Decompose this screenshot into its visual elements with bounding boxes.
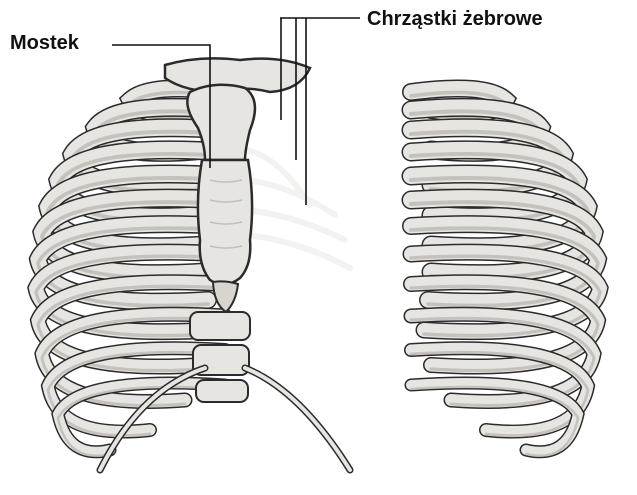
label-sternum: Mostek (10, 33, 79, 53)
label-costal-cartilages: Chrząstki żebrowe (367, 9, 543, 29)
right-costal-arch-outline (245, 368, 350, 470)
left-ribs (36, 88, 225, 455)
vertebra-3 (196, 380, 248, 402)
right-rib-12 (411, 383, 578, 452)
vertebra-1 (190, 312, 250, 340)
xiphoid-process (213, 281, 238, 312)
costal-cartilage-4 (245, 235, 350, 268)
sternum-body (198, 160, 252, 285)
right-costal-arch (245, 368, 350, 470)
